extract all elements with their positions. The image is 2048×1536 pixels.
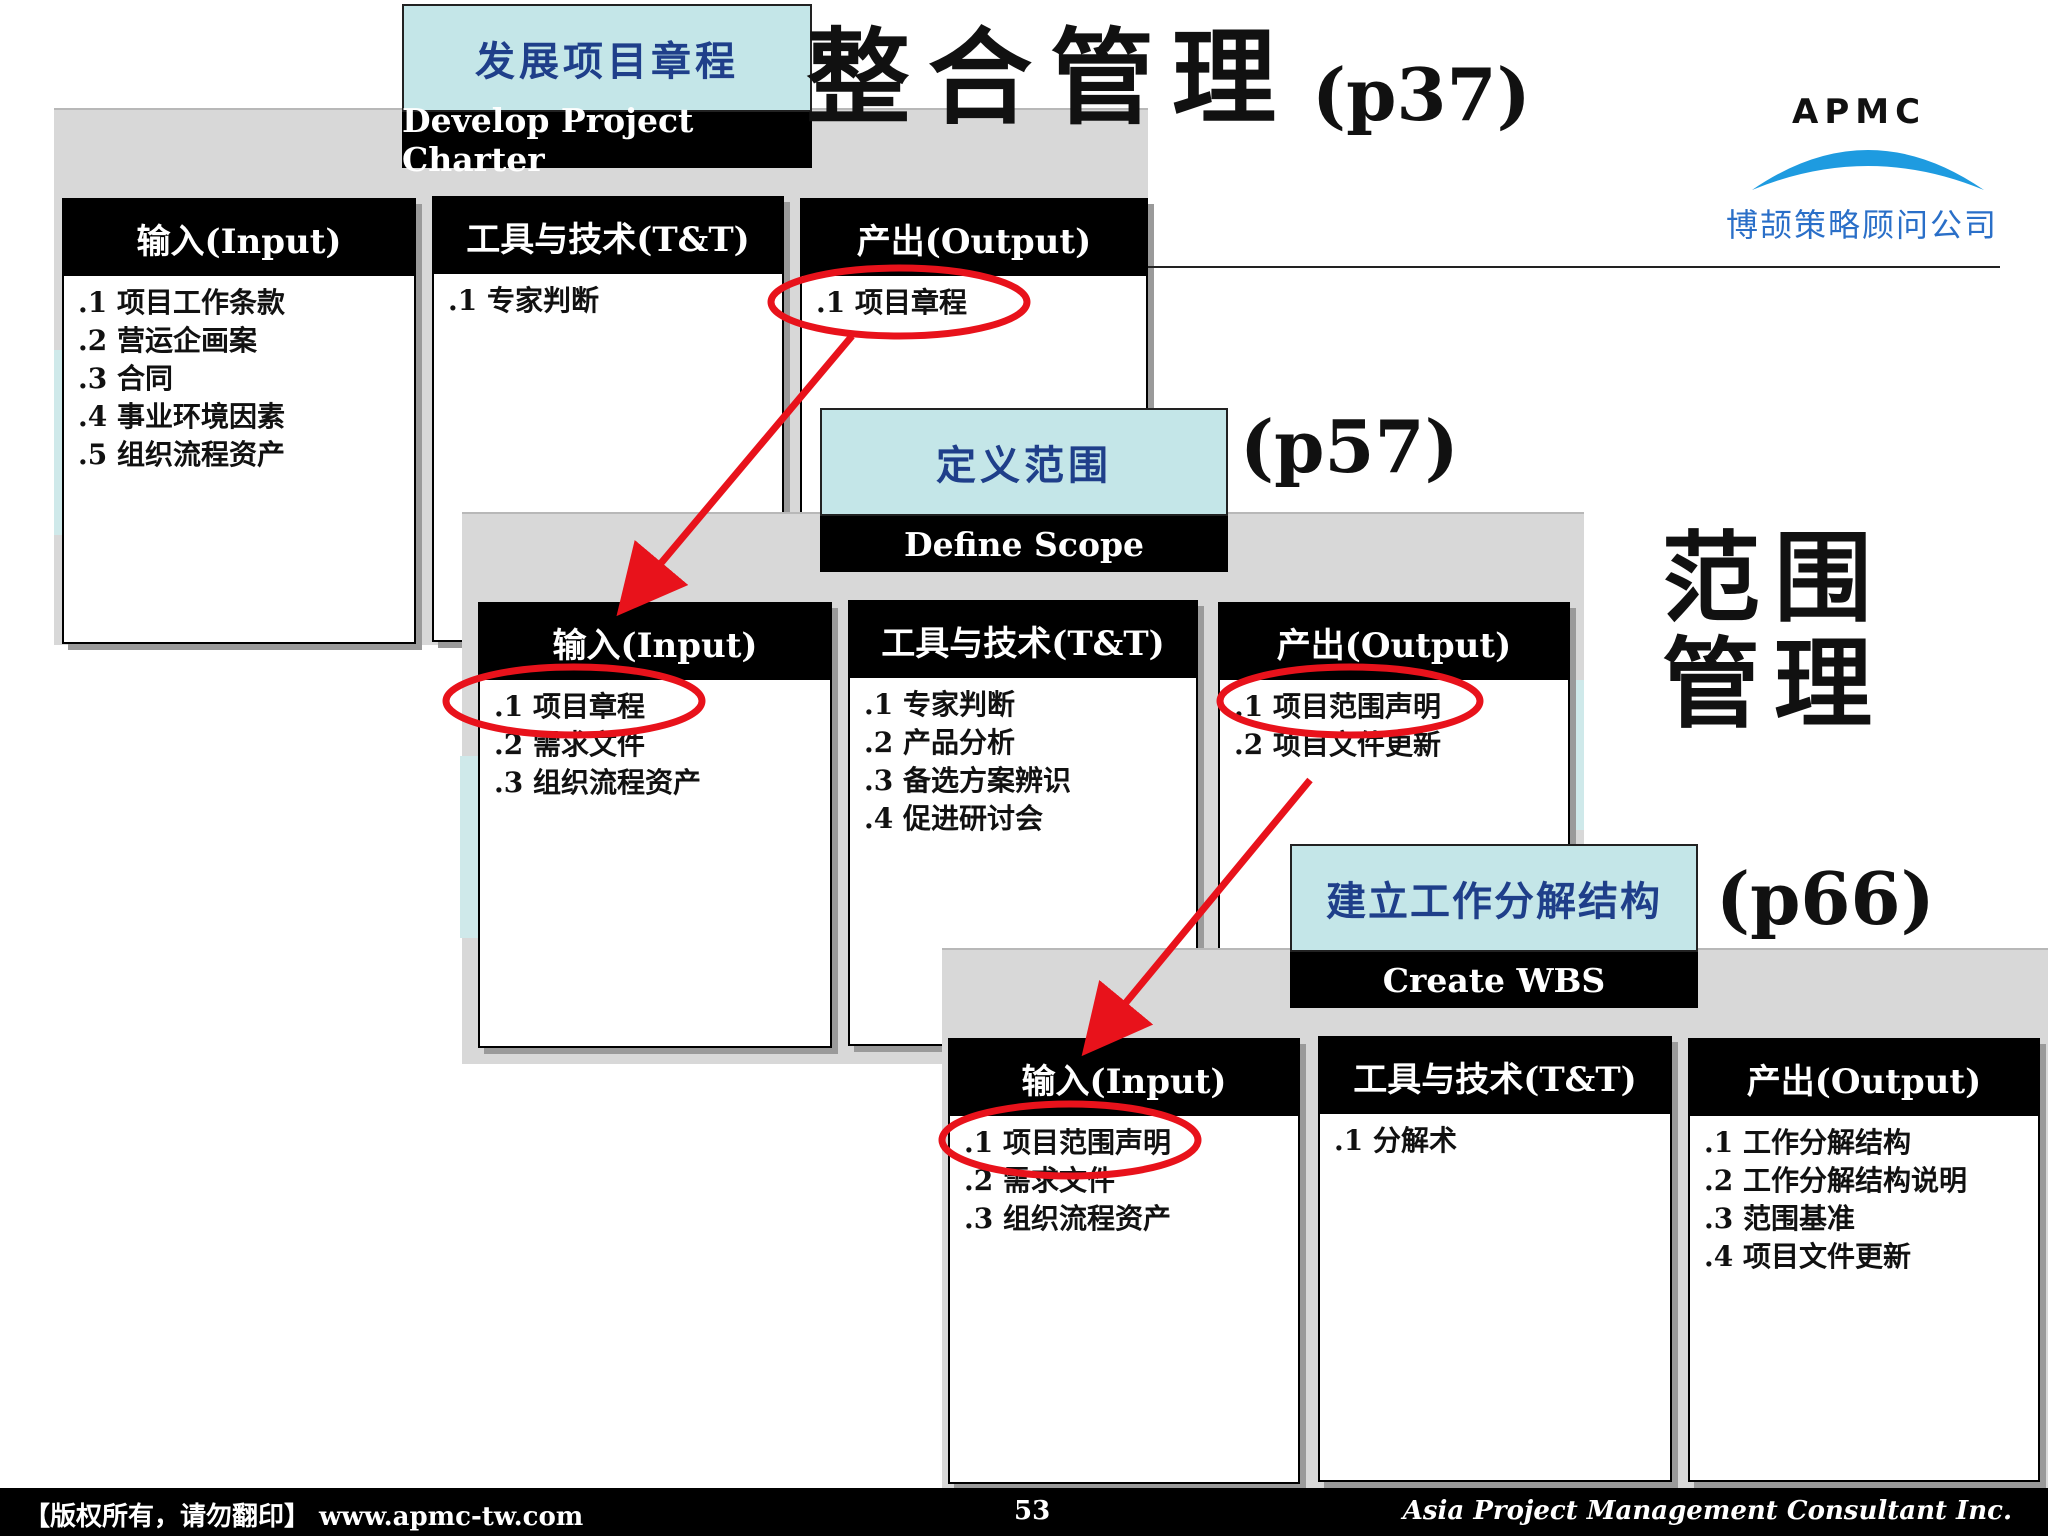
section3-output-column: 产出(Output) .1 工作分解结构 .2 工作分解结构说明 .3 范围基准… [1688,1038,2040,1482]
column-header: 工具与技术(T&T) [434,198,782,274]
arrow-scope-to-wbs [1081,777,1313,1057]
list-item: .1 项目范围声明 [964,1126,1171,1159]
integration-heading: 整合管理 [806,17,1295,139]
section1-title-cn: 发展项目章程 [402,4,812,112]
list-item: .5 组织流程资产 [78,438,285,471]
scope-heading-line2: 管理 [1662,628,1887,742]
section2-title-cn: 定义范围 [820,408,1228,516]
section2-aqua-strip-right [1572,680,1584,830]
section1-title-en: Develop Project Charter [402,101,812,179]
item-list: .1 项目章程 [816,284,1140,322]
section2-page-ref: (p57) [1240,404,1459,489]
section1-page-ref: (p37) [1312,52,1531,137]
list-item: .4 促进研讨会 [864,802,1043,835]
list-item: .1 项目范围声明 [1234,690,1441,723]
highlight-oval-scope-input [442,663,706,739]
apmc-logo: APMC [1792,92,1927,132]
list-item: .3 合同 [78,362,173,395]
section3-tt-column: 工具与技术(T&T) .1 分解术 [1318,1036,1672,1482]
column-header: 工具与技术(T&T) [1320,1038,1670,1114]
footer-copyright: 【版权所有，请勿翻印】 www.apmc-tw.com [24,1502,584,1532]
column-header: 输入(Input) [64,200,414,276]
header-rule [1148,266,2000,268]
list-item: .3 组织流程资产 [494,766,701,799]
section2-aqua-strip [460,756,478,938]
footer-company-en: Asia Project Management Consultant Inc. [1402,1496,2012,1526]
list-item: .1 专家判断 [448,284,599,317]
list-item: .1 专家判断 [864,688,1015,721]
company-name-cn: 博颉策略顾问公司 [1726,206,1999,244]
highlight-oval-wbs-input [938,1100,1202,1180]
item-list: .1 专家判断 .2 产品分析 .3 备选方案辨识 .4 促进研讨会 [864,686,1190,838]
section3-title-en: Create WBS [1290,952,1698,1008]
list-item: .4 事业环境因素 [78,400,285,433]
scope-heading-line1: 范围 [1662,522,1887,636]
column-header: 产出(Output) [1690,1040,2038,1116]
list-item: .1 项目章程 [816,286,967,319]
highlight-oval-scope-output [1216,663,1484,739]
list-item: .4 项目文件更新 [1704,1240,1911,1273]
section3-title-cn: 建立工作分解结构 [1290,844,1698,952]
item-list: .1 项目工作条款 .2 营运企画案 .3 合同 .4 事业环境因素 .5 组织… [78,284,408,474]
list-item: .3 备选方案辨识 [864,764,1071,797]
section3-page-ref: (p66) [1716,856,1935,941]
footer-bar: 【版权所有，请勿翻印】 www.apmc-tw.com 53 Asia Proj… [0,1488,2048,1536]
section1-input-column: 输入(Input) .1 项目工作条款 .2 营运企画案 .3 合同 .4 事业… [62,198,416,644]
section1-aqua-strip [54,350,64,535]
list-item: .1 项目工作条款 [78,286,285,319]
list-item: .2 工作分解结构说明 [1704,1164,1967,1197]
list-item: .3 范围基准 [1704,1202,1855,1235]
list-item: .1 工作分解结构 [1704,1126,1911,1159]
list-item: .3 组织流程资产 [964,1202,1171,1235]
list-item: .2 营运企画案 [78,324,257,357]
list-item: .1 分解术 [1334,1124,1457,1157]
footer-page-number: 53 [1014,1496,1051,1526]
highlight-oval-charter-output [767,264,1031,340]
column-header: 产出(Output) [802,200,1146,276]
item-list: .1 专家判断 [448,282,776,320]
list-item: .1 项目章程 [494,690,645,723]
item-list: .1 分解术 [1334,1122,1664,1160]
list-item: .2 产品分析 [864,726,1015,759]
arrow-charter-to-scope [616,333,855,617]
section3-input-column: 输入(Input) .1 项目范围声明 .2 需求文件 .3 组织流程资产 [948,1038,1300,1484]
column-header: 工具与技术(T&T) [850,602,1196,678]
section2-title-en: Define Scope [820,516,1228,572]
item-list: .1 工作分解结构 .2 工作分解结构说明 .3 范围基准 .4 项目文件更新 [1704,1124,2032,1276]
logo-arc-icon [1752,150,1984,190]
